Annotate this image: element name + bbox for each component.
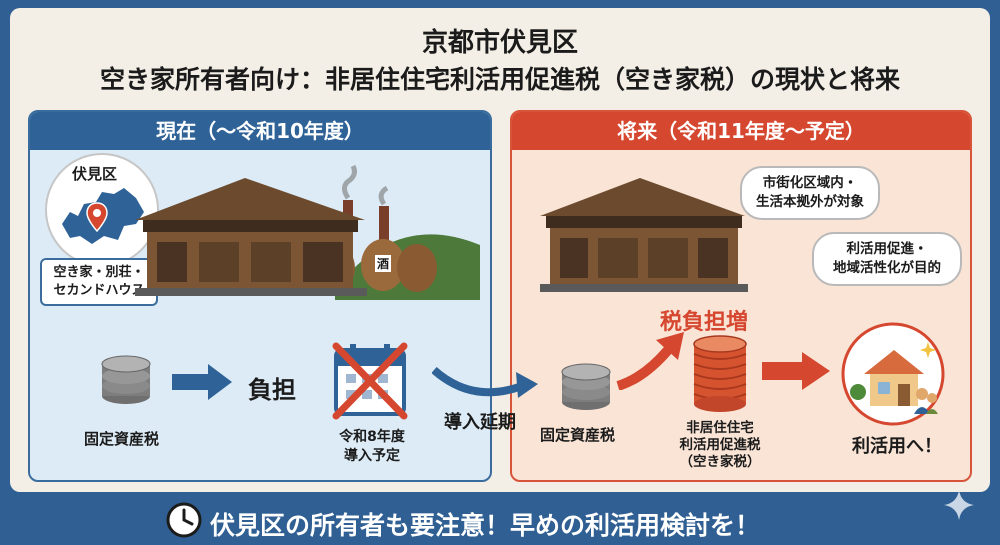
- purpose-bubble: 利活用促進・ 地域活性化が目的: [812, 232, 962, 286]
- map-pin-icon: [86, 202, 108, 232]
- result-arrow-icon: [762, 352, 830, 390]
- calendar-icon: [332, 342, 408, 420]
- rising-arrow-icon: [616, 332, 684, 390]
- sparkle-icon: [944, 490, 974, 520]
- calendar-label: 令和8年度 導入予定: [339, 429, 405, 464]
- present-tax-label: 固定資産税: [84, 430, 160, 448]
- arrow-right-icon: [172, 364, 232, 400]
- target-bubble: 市街化区域内・ 生活本拠外が対象: [740, 166, 880, 220]
- transition-label: 導入延期: [444, 412, 516, 433]
- present-heading: 現在（〜令和10年度）: [30, 112, 490, 150]
- burden-label: 負担: [248, 376, 296, 404]
- map-label: 伏見区: [72, 165, 118, 183]
- tax-increase-label: 税負担増: [660, 310, 749, 335]
- future-house-scene: [540, 178, 748, 292]
- house-type-tag: 空き家・別荘・ セカンドハウス: [40, 258, 158, 306]
- tax-increase-coin-stack-icon: [693, 335, 747, 412]
- title-line-2: 空き家所有者向け：非居住住宅利活用促進税（空き家税）の現状と将来: [99, 65, 900, 94]
- future-heading: 将来（令和11年度〜予定）: [512, 112, 970, 150]
- utilized-house-icon: [841, 322, 945, 426]
- new-tax-label: 非居住住宅 利活用促進税 （空き家税）: [679, 420, 761, 470]
- future-tax-label: 固定資産税: [540, 426, 616, 444]
- title-line-1: 京都市伏見区: [421, 28, 578, 58]
- coin-stack-icon: [101, 355, 151, 404]
- footer-message: 伏見区の所有者も要注意！早めの利活用検討を！: [210, 511, 761, 540]
- clock-icon: [166, 502, 202, 538]
- result-label: 利活用へ！: [852, 436, 942, 457]
- sake-label: 酒: [375, 255, 392, 272]
- future-coin-stack-icon: [561, 363, 611, 410]
- curved-arrow-icon: [432, 366, 538, 398]
- present-house-scene: [135, 164, 480, 300]
